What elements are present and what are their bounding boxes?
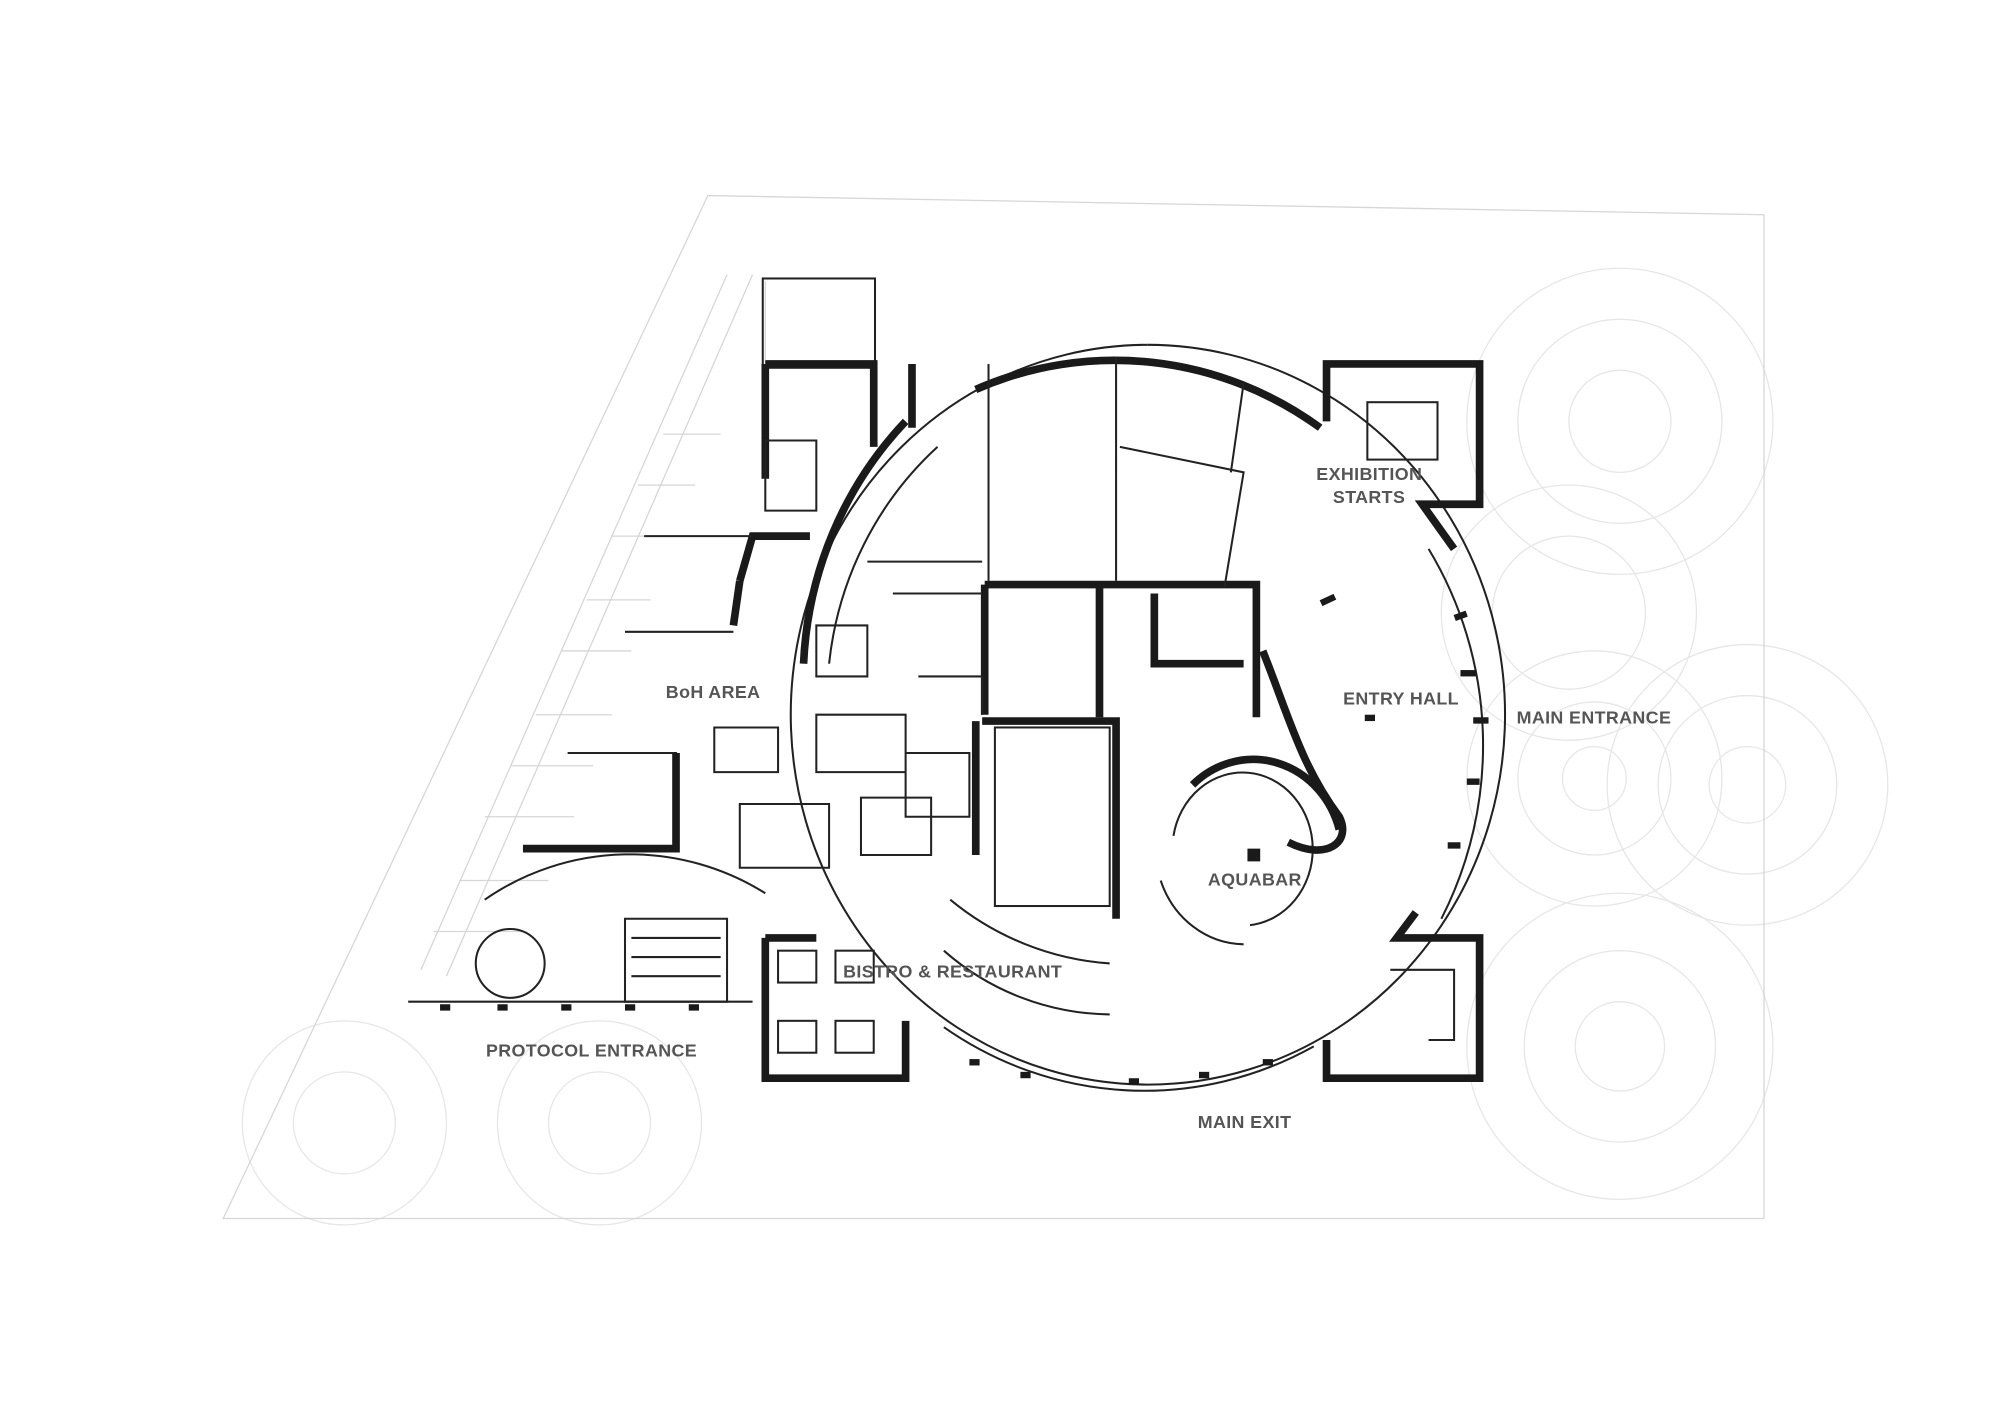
label-main-exit: MAIN EXIT: [1198, 1112, 1292, 1132]
label-boh-area: BoH AREA: [666, 682, 761, 702]
facade-posts: [440, 593, 1489, 1085]
rotunda: [789, 343, 1506, 1092]
label-bistro-restaurant: BISTRO & RESTAURANT: [843, 961, 1062, 981]
label-aquabar: AQUABAR: [1208, 870, 1302, 890]
protocol-area: [408, 853, 766, 1003]
site-boundary: [222, 194, 1765, 1220]
label-protocol-entrance: PROTOCOL ENTRANCE: [486, 1041, 697, 1061]
bistro-seating: [777, 898, 1110, 1054]
label-entry-hall: ENTRY HALL: [1343, 689, 1459, 709]
aquabar-spiral: [1159, 649, 1347, 946]
corner-blocks: [761, 360, 1484, 1083]
label-exhibition-starts-2: STARTS: [1333, 487, 1405, 507]
label-main-entrance: MAIN ENTRANCE: [1517, 708, 1672, 728]
interior-rooms: [522, 357, 1261, 919]
landscape-circles: [241, 267, 1889, 1226]
label-exhibition-starts-1: EXHIBITION: [1316, 464, 1422, 484]
